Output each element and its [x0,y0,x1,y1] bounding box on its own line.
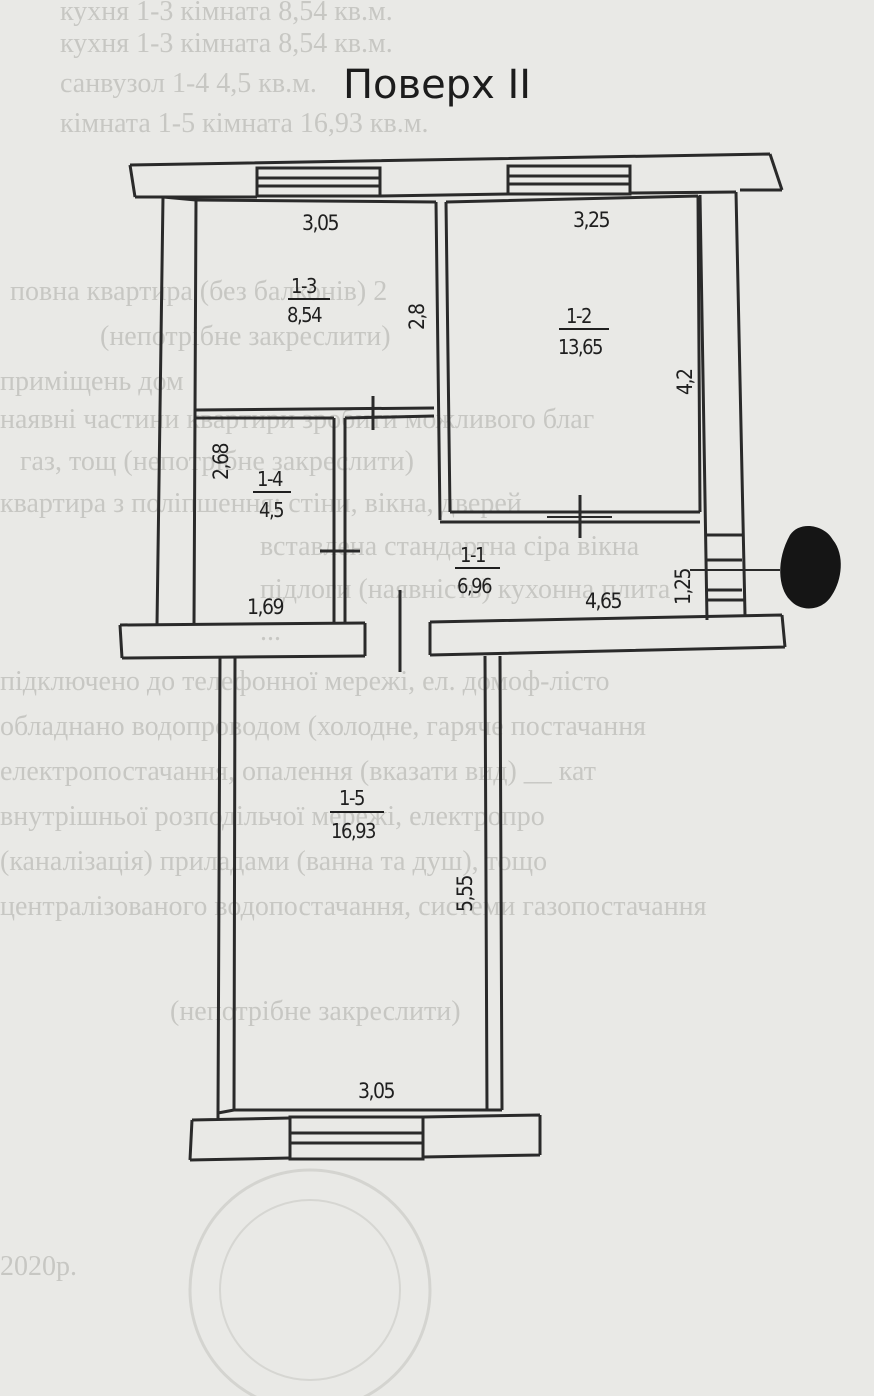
room-id: 1-3 [291,274,317,298]
room-label-1-1: 1-1 6,96 [455,543,500,598]
svg-text:...: ... [260,616,281,647]
ink-blot [780,525,841,609]
window-top-left [255,166,382,198]
svg-text:вставлена стандартна сіра: вставлена стандартна сіра вікна [260,531,640,562]
room15-left-wall [216,657,237,1114]
page-title: Поверх II [342,62,532,108]
svg-text:електропостачання, опалення (в: електропостачання, опалення (вказати вид… [0,756,596,787]
bottom-wall [188,1108,542,1162]
dim-room15-width: 3,05 [358,1079,395,1103]
svg-text:санвузол 1-4: санвузол 1-4 4,5 кв.м. [60,68,317,99]
walls [118,152,787,1162]
room-label-1-4: 1-4 4,5 [253,467,291,522]
partition-14-11 [332,418,347,623]
dim-room11-width: 4,65 [585,589,622,613]
dim-room14-height: 2,68 [209,443,233,480]
dim-room13-width: 3,05 [302,211,339,235]
partition-13-12 [434,201,452,521]
svg-text:підключено до телефонної мереж: підключено до телефонної мережі, ел. дом… [0,666,610,697]
dim-room13-height: 2,8 [405,304,429,330]
svg-text:кухня 1-3 кімната: кухня 1-3 кімната 8,54 кв.м. [60,28,393,59]
svg-text:кухня 1-3 кімната 8,54 кв: кухня 1-3 кімната 8,54 кв.м. [60,0,393,27]
room-area: 16,93 [331,819,376,843]
dim-room15-height: 5,55 [453,875,477,912]
dimension-labels: 3,05 3,25 2,8 4,2 2,68 1,69 4,65 1,25 5,… [209,208,697,1103]
partition-13-14 [195,406,435,420]
room-id: 1-2 [566,304,591,328]
dim-room12-width: 3,25 [573,208,610,232]
top-wall [128,152,784,199]
partition-12-11 [440,510,700,524]
svg-text:(непотрібне закреслити): (непотрібне закреслити) [100,321,391,352]
room-labels: 1-3 8,54 1-2 13,65 1-4 4,5 1-1 6,96 1-5 … [253,274,609,843]
dim-room14-width: 1,69 [247,595,284,619]
left-wall [155,196,198,626]
svg-text:повна квартира: повна квартира (без балконів) 2 [10,276,387,307]
dim-room12-height: 4,2 [673,369,697,395]
room-area: 4,5 [259,498,283,522]
svg-text:приміщень дом: приміщень дом [0,366,184,397]
room-area: 8,54 [287,303,322,327]
right-wall [698,191,747,621]
room-area: 6,96 [457,574,492,598]
svg-text:підлоги (наявність) кухонна: підлоги (наявність) кухонна плита [260,574,671,605]
window-top-right [506,164,632,196]
svg-text:квартира з поліпшення: стіни,: квартира з поліпшення: стіни, вікна, две… [0,488,522,519]
dim-room11-height: 1,25 [671,568,695,605]
room-id: 1-5 [339,786,364,810]
background-faded-text: кухня 1-3 кімната 8,54 кв.м. кухня 1-3 к… [0,0,707,1396]
svg-text:централізованого водопостачанн: централізованого водопостачання, системи… [0,891,707,922]
middle-wall [118,613,787,660]
svg-text:(непотрібне закреслити): (непотрібне закреслити) [170,996,461,1027]
room-id: 1-4 [257,467,283,491]
room-id: 1-1 [460,543,485,567]
room-label-1-5: 1-5 16,93 [330,786,384,843]
svg-text:обладнано водопроводом (холодн: обладнано водопроводом (холодне, гаряче … [0,711,646,742]
room15-right-wall [483,655,504,1111]
room-label-1-3: 1-3 8,54 [287,274,330,327]
room-area: 13,65 [558,335,602,359]
window-bottom [288,1115,425,1161]
room-label-1-2: 1-2 13,65 [558,304,609,359]
svg-text:кімната 1-5 кімната: кімната 1-5 кімната 16,93 кв.м. [60,108,428,139]
svg-text:газ, тощ (непот: газ, тощ (непотрібне закреслити) [20,446,414,477]
svg-text:2020р.: 2020р. [0,1251,77,1282]
svg-text:внутрішньої розподільчої мереж: внутрішньої розподільчої мережі, електро… [0,801,545,832]
svg-text:(каналізація) приладами (ванна: (каналізація) приладами (ванна та душ), … [0,846,547,877]
